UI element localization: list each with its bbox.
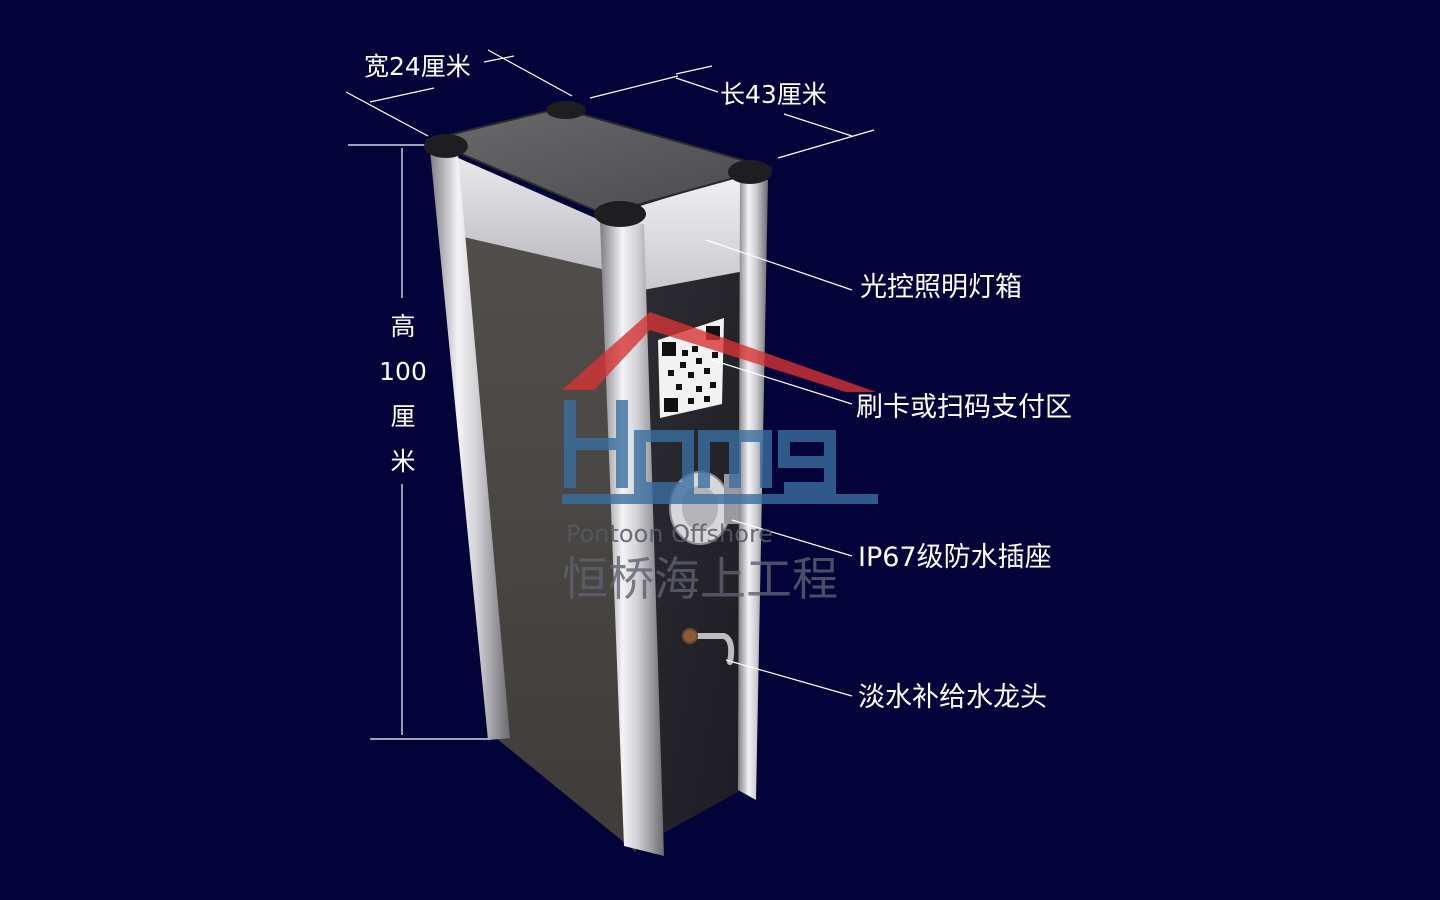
callout-faucet: 淡水补给水龙头 [858,682,1047,713]
company-watermark [562,312,878,504]
callout-socket: IP67级防水插座 [858,542,1052,573]
corner-cap [546,101,586,119]
watermark-company-name: 恒桥海上工程 [562,552,838,606]
watermark-subtext: Pontoon Offshore [566,520,774,548]
width-dimension-label: 宽24厘米 [364,52,471,81]
corner-cap [728,160,772,184]
callout-lines [705,239,853,697]
callout-lightbox: 光控照明灯箱 [860,272,1022,303]
dimension-lines [345,49,875,740]
corner-cap [594,201,646,227]
side-lightbox [440,150,606,270]
side-panel [440,150,636,852]
length-dimension-label: 长43厘米 [720,80,827,109]
callout-payment: 刷卡或扫码支付区 [856,392,1072,423]
corner-cap [424,134,468,158]
height-dimension-label: 高 100 厘 米 [379,312,427,476]
pillar-left-back [430,150,510,740]
pillar-right [738,178,768,800]
pillar-front [600,222,664,856]
front-lightbox [620,172,752,292]
water-faucet [682,628,735,665]
